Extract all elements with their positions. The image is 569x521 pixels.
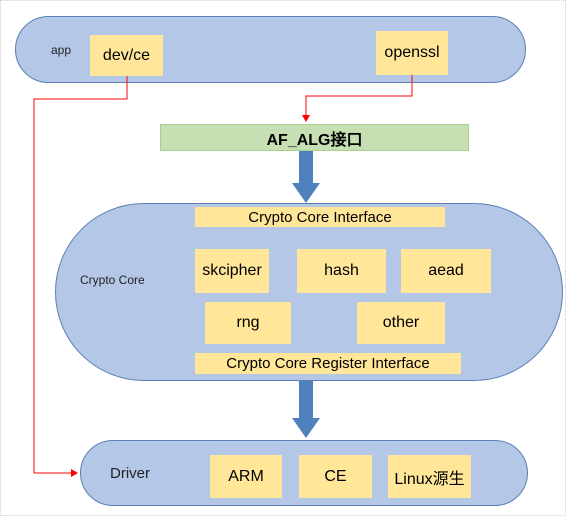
module-aead-box: aead	[401, 249, 491, 293]
crypto-core-interface-box: Crypto Core Interface	[195, 207, 445, 227]
app-label: app	[51, 43, 72, 57]
module-skcipher-box: skcipher	[195, 249, 269, 293]
crypto-core-register-interface-box: Crypto Core Register Interface	[195, 353, 461, 374]
driver-label: Driver	[110, 465, 150, 482]
driver-arm-box: ARM	[210, 455, 282, 498]
module-rng-box: rng	[205, 302, 291, 344]
openssl-to-afalg-connector	[302, 75, 413, 122]
module-other-box: other	[357, 302, 445, 344]
crypto-core-label: Crypto Core	[80, 273, 145, 287]
driver-ce-box: CE	[299, 455, 372, 498]
devce-to-driver-connector	[33, 76, 128, 477]
core-to-driver-arrow	[292, 381, 320, 438]
module-hash-box: hash	[297, 249, 386, 293]
af-alg-interface: AF_ALG接口	[160, 124, 469, 151]
afalg-to-core-arrow	[292, 151, 320, 203]
driver-linux-box: Linux源生	[388, 455, 471, 498]
openssl-box: openssl	[376, 31, 448, 75]
devce-box: dev/ce	[90, 35, 163, 76]
